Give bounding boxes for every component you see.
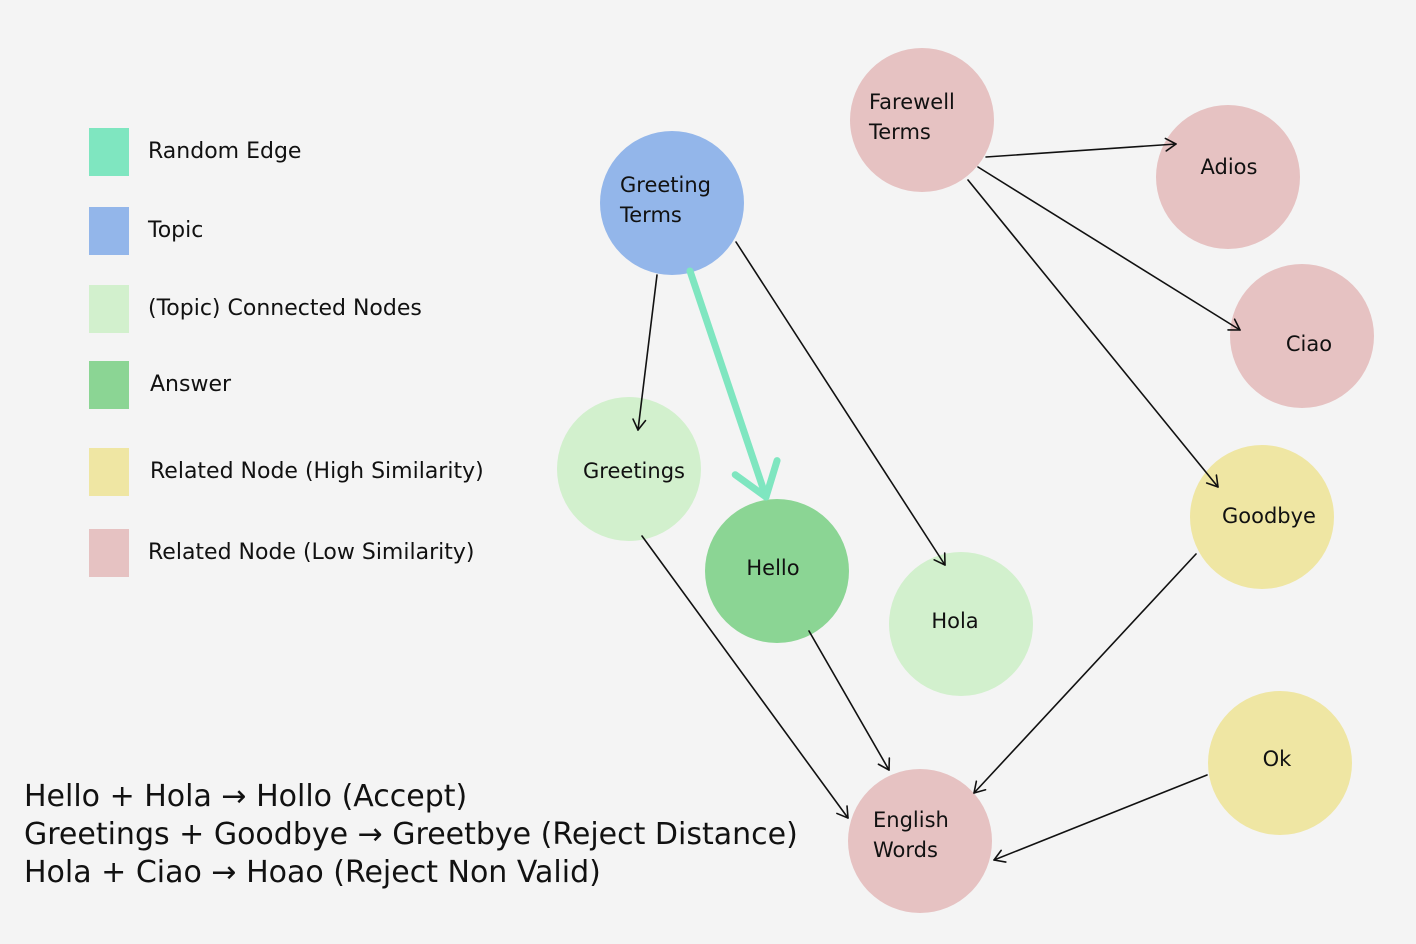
node-circle <box>1156 105 1300 249</box>
legend-label-high-similarity: Related Node (High Similarity) <box>150 459 484 484</box>
node-label: English <box>873 808 949 832</box>
arrow-head <box>993 849 1007 863</box>
edge-goodbye-to-english-words <box>973 553 1197 794</box>
edge-ok-to-english-words <box>993 774 1208 863</box>
arrow-head <box>632 418 647 431</box>
node-circle <box>705 499 849 643</box>
arrow-head <box>836 805 849 819</box>
edge-greetings-to-english-words <box>641 535 849 819</box>
edge-hello-to-english-words <box>808 630 891 771</box>
node-label: Farewell <box>869 90 955 114</box>
arrow-head <box>731 457 781 501</box>
graph-nodes: GreetingTermsFarewellTermsAdiosCiaoGreet… <box>557 48 1374 913</box>
arrow-head <box>1164 137 1177 152</box>
edge-greeting-terms-to-greetings <box>632 274 658 431</box>
node-circle <box>848 769 992 913</box>
node-label: Terms <box>868 120 931 144</box>
arrow-head <box>1205 474 1219 488</box>
merge-example-reject-distance: Greetings + Goodbye → Greetbye (Reject D… <box>24 817 798 852</box>
edge-farewell-terms-to-adios <box>985 137 1177 158</box>
edge-line <box>973 553 1197 794</box>
legend-swatch-answer <box>89 361 129 409</box>
node-circle <box>1208 691 1352 835</box>
edge-line <box>641 535 849 819</box>
node-adios[interactable]: Adios <box>1156 105 1300 249</box>
node-ciao[interactable]: Ciao <box>1230 264 1374 408</box>
edge-line <box>686 267 770 501</box>
legend-swatch-high-similarity <box>89 448 129 496</box>
edge-farewell-terms-to-goodbye <box>967 179 1219 488</box>
merge-example-reject-non-valid: Hola + Ciao → Hoao (Reject Non Valid) <box>24 855 601 890</box>
legend-label-topic: Topic <box>148 218 204 243</box>
node-greetings[interactable]: Greetings <box>557 397 701 541</box>
edge-line <box>985 143 1177 158</box>
node-goodbye[interactable]: Goodbye <box>1190 445 1334 589</box>
merge-examples: Hello + Hola → Hollo (Accept) Greetings … <box>24 778 798 892</box>
edge-line <box>735 241 946 566</box>
edge-line <box>637 274 658 431</box>
node-label: Goodbye <box>1222 504 1316 528</box>
edge-line <box>967 179 1219 488</box>
merge-example-accept: Hello + Hola → Hollo (Accept) <box>24 779 468 814</box>
arrow-head <box>973 780 987 794</box>
node-label: Terms <box>619 203 682 227</box>
random-edge-greeting-terms-to-hello <box>686 267 781 501</box>
edge-line <box>977 166 1241 331</box>
node-circle <box>1230 264 1374 408</box>
node-hello[interactable]: Hello <box>705 499 849 643</box>
node-label: Hola <box>931 609 978 633</box>
legend-swatch-random-edge <box>89 128 129 176</box>
node-label: Greetings <box>583 459 685 483</box>
legend-swatch-topic-connected <box>89 285 129 333</box>
node-circle <box>557 397 701 541</box>
graph-edges <box>632 137 1241 863</box>
node-label: Greeting <box>620 173 711 197</box>
edge-line <box>993 774 1208 861</box>
node-circle <box>1190 445 1334 589</box>
legend-label-low-similarity: Related Node (Low Similarity) <box>148 540 475 565</box>
node-label: Words <box>873 838 938 862</box>
node-ok[interactable]: Ok <box>1208 691 1352 835</box>
node-circle <box>889 552 1033 696</box>
legend-label-topic-connected: (Topic) Connected Nodes <box>148 296 422 321</box>
legend-swatch-topic <box>89 207 129 255</box>
arrow-head <box>1227 318 1241 331</box>
arrow-head <box>877 757 891 771</box>
node-circle <box>600 131 744 275</box>
node-circle <box>850 48 994 192</box>
node-hola[interactable]: Hola <box>889 552 1033 696</box>
node-label: Adios <box>1201 155 1258 179</box>
legend-label-answer: Answer <box>150 372 232 397</box>
legend-swatch-low-similarity <box>89 529 129 577</box>
node-label: Ciao <box>1286 332 1332 356</box>
edge-farewell-terms-to-ciao <box>977 166 1241 331</box>
edge-line <box>808 630 890 771</box>
node-label: Ok <box>1263 747 1293 771</box>
legend-label-random-edge: Random Edge <box>148 139 302 164</box>
arrow-head <box>933 552 946 566</box>
node-label: Hello <box>746 556 799 580</box>
edge-greeting-terms-to-hola <box>735 241 946 566</box>
